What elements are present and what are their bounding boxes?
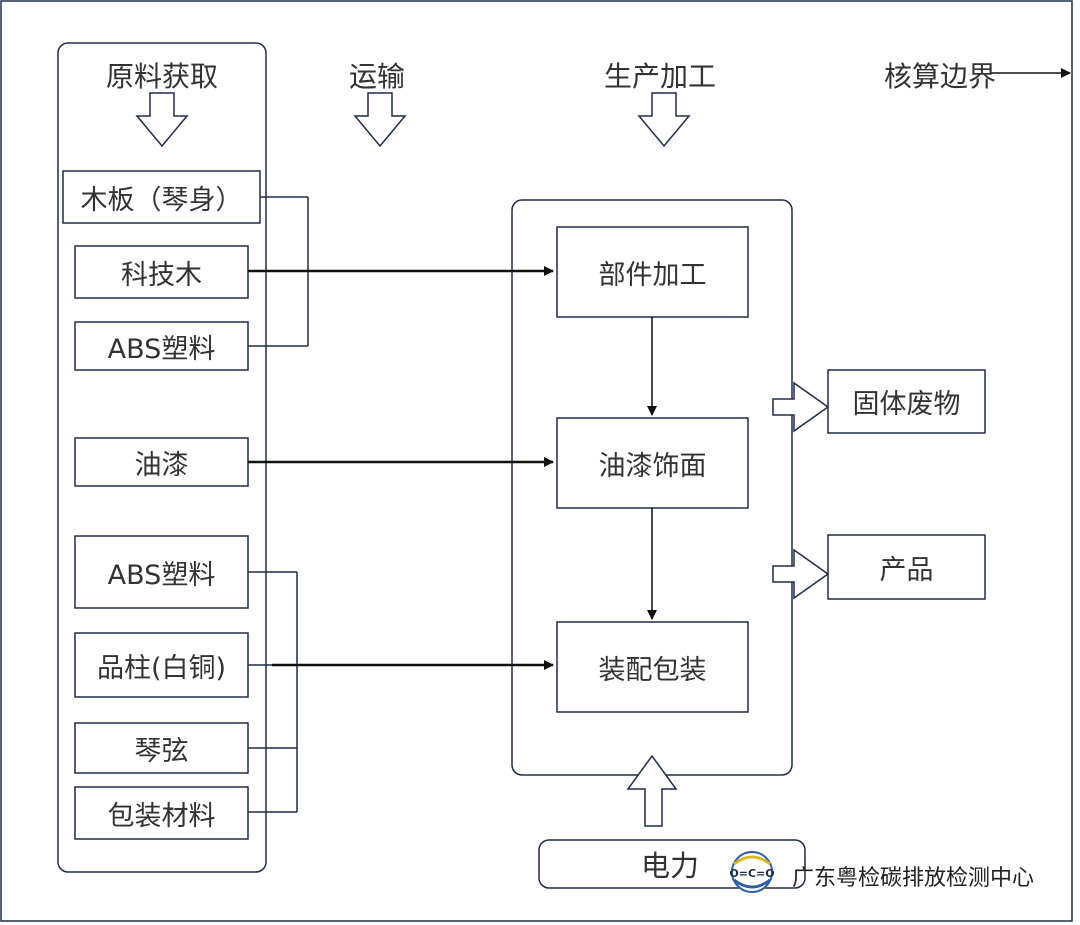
box-paint [74, 437, 249, 487]
box-waste [827, 369, 986, 434]
bracket-group-2 [248, 571, 298, 813]
label-tech-wood: 科技木 [121, 259, 202, 291]
down-arrow-raw [135, 92, 189, 148]
up-arrow-electricity [626, 754, 678, 827]
label-fret: 品柱(白铜) [96, 652, 227, 684]
logo-text: O=C=O [729, 867, 774, 880]
label-electricity: 电力 [640, 849, 699, 883]
box-product [827, 534, 986, 600]
label-strings: 琴弦 [134, 735, 189, 767]
label-wood-board: 木板（琴身） [80, 184, 243, 216]
header-raw-material: 原料获取 [106, 60, 219, 93]
label-product: 产品 [879, 554, 934, 586]
header-boundary: 核算边界 [884, 60, 997, 93]
label-paint: 油漆 [134, 449, 189, 481]
down-arrow-production [637, 92, 691, 148]
label-assembly: 装配包装 [598, 654, 707, 686]
label-parts: 部件加工 [598, 259, 707, 291]
box-packaging [74, 786, 249, 840]
label-finishing: 油漆饰面 [598, 450, 707, 482]
header-transport: 运输 [349, 60, 406, 93]
raw-material-column [57, 42, 267, 873]
box-finishing [556, 417, 749, 509]
box-fret [74, 632, 249, 698]
box-abs-2 [74, 535, 249, 609]
label-waste: 固体废物 [852, 389, 961, 420]
box-tech-wood [74, 245, 249, 299]
box-parts [556, 226, 749, 318]
down-arrow-transport [353, 92, 407, 148]
right-arrow-product [772, 548, 830, 600]
label-packaging: 包装材料 [107, 800, 216, 832]
label-abs-2: ABS塑料 [107, 559, 216, 591]
box-assembly [556, 621, 749, 713]
label-abs-1: ABS塑料 [107, 333, 216, 365]
logo-icon: O=C=O [729, 851, 775, 893]
right-arrow-waste [772, 381, 830, 433]
box-strings [74, 722, 249, 774]
watermark-org: 广东粤检碳排放检测中心 [792, 866, 1035, 891]
header-production: 生产加工 [604, 60, 717, 93]
box-abs-1 [74, 321, 249, 371]
